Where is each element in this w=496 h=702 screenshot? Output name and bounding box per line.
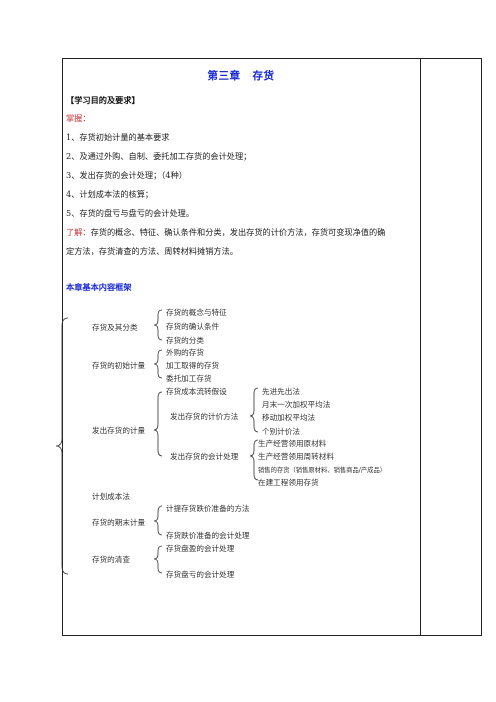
g3-c-item-3: 销售的存货（销售原材料、销售商品/产成品） [258,467,387,474]
g3-b: 发出存货的计价方法 [170,412,239,421]
g2-item-1: 外购的存货 [166,348,204,357]
g3-a: 存货成本流转假设 [166,387,227,396]
master-label: 掌握： [66,113,91,123]
g3-label: 发出存货的计量 [92,426,146,435]
g1-label: 存货及其分类 [92,323,138,332]
g5-item-2: 存货跌价准备的会计处理 [166,531,250,540]
g3-b-item-1: 先进先出法 [262,387,300,396]
g6-item-1: 存货盘盈的会计处理 [166,544,235,553]
understand-line-2: 定方法，存货清查的方法、周转材料摊销方法。 [66,246,238,256]
g2-label: 存货的初始计量 [92,361,146,370]
master-item-5: 5、存货的盘亏与盘亏的会计处理。 [66,208,195,218]
g1-item-1: 存货的概念与特征 [166,308,227,317]
understand-line-1: 了解：存货的概念、特征、确认条件和分类，发出存货的计价方法，存货可变现净值的确 [66,226,385,238]
understand-text-1: 存货的概念、特征、确认条件和分类，发出存货的计价方法，存货可变现净值的确 [90,227,386,237]
g3-b-item-2: 月末一次加权平均法 [262,400,331,409]
document-frame [62,58,482,636]
g3-c-item-1: 生产经营领用原材料 [258,439,327,448]
g6-item-2: 存货盘亏的会计处理 [166,570,235,579]
g3-c: 发出存货的会计处理 [170,452,239,461]
g1-item-3: 存货的分类 [166,336,204,345]
g5-label: 存货的期末计量 [92,518,146,527]
understand-label: 了解： [66,227,91,237]
g5-item-1: 计提存货跌价准备的方法 [166,504,250,513]
g2-item-3: 委托加工存货 [166,374,212,383]
g3-c-item-4: 在建工程领用存货 [258,478,319,487]
master-item-3: 3、发出存货的会计处理；（4种） [66,170,187,180]
master-item-4: 4、计划成本法的核算； [66,189,154,199]
column-divider [420,58,421,636]
chapter-title: 第三章存货 [62,68,420,83]
master-item-1: 1、存货初始计量的基本要求 [66,132,170,142]
g4-label: 计划成本法 [92,492,130,501]
g6-label: 存货的清查 [92,555,130,564]
chapter-number: 第三章 [207,70,241,82]
g2-item-2: 加工取得的存货 [166,361,220,370]
g1-item-2: 存货的确认条件 [166,322,220,331]
g3-b-item-4: 个别计价法 [262,427,300,436]
master-item-2: 2、及通过外购、自制、委托加工存货的会计处理； [66,151,252,161]
chapter-name: 存货 [252,70,275,82]
g3-b-item-3: 移动加权平均法 [262,413,316,422]
section-heading: 【学习目的及要求】 [66,95,140,105]
framework-heading: 本章基本内容框架 [66,282,132,292]
g3-c-item-2: 生产经营领用周转材料 [258,452,334,461]
